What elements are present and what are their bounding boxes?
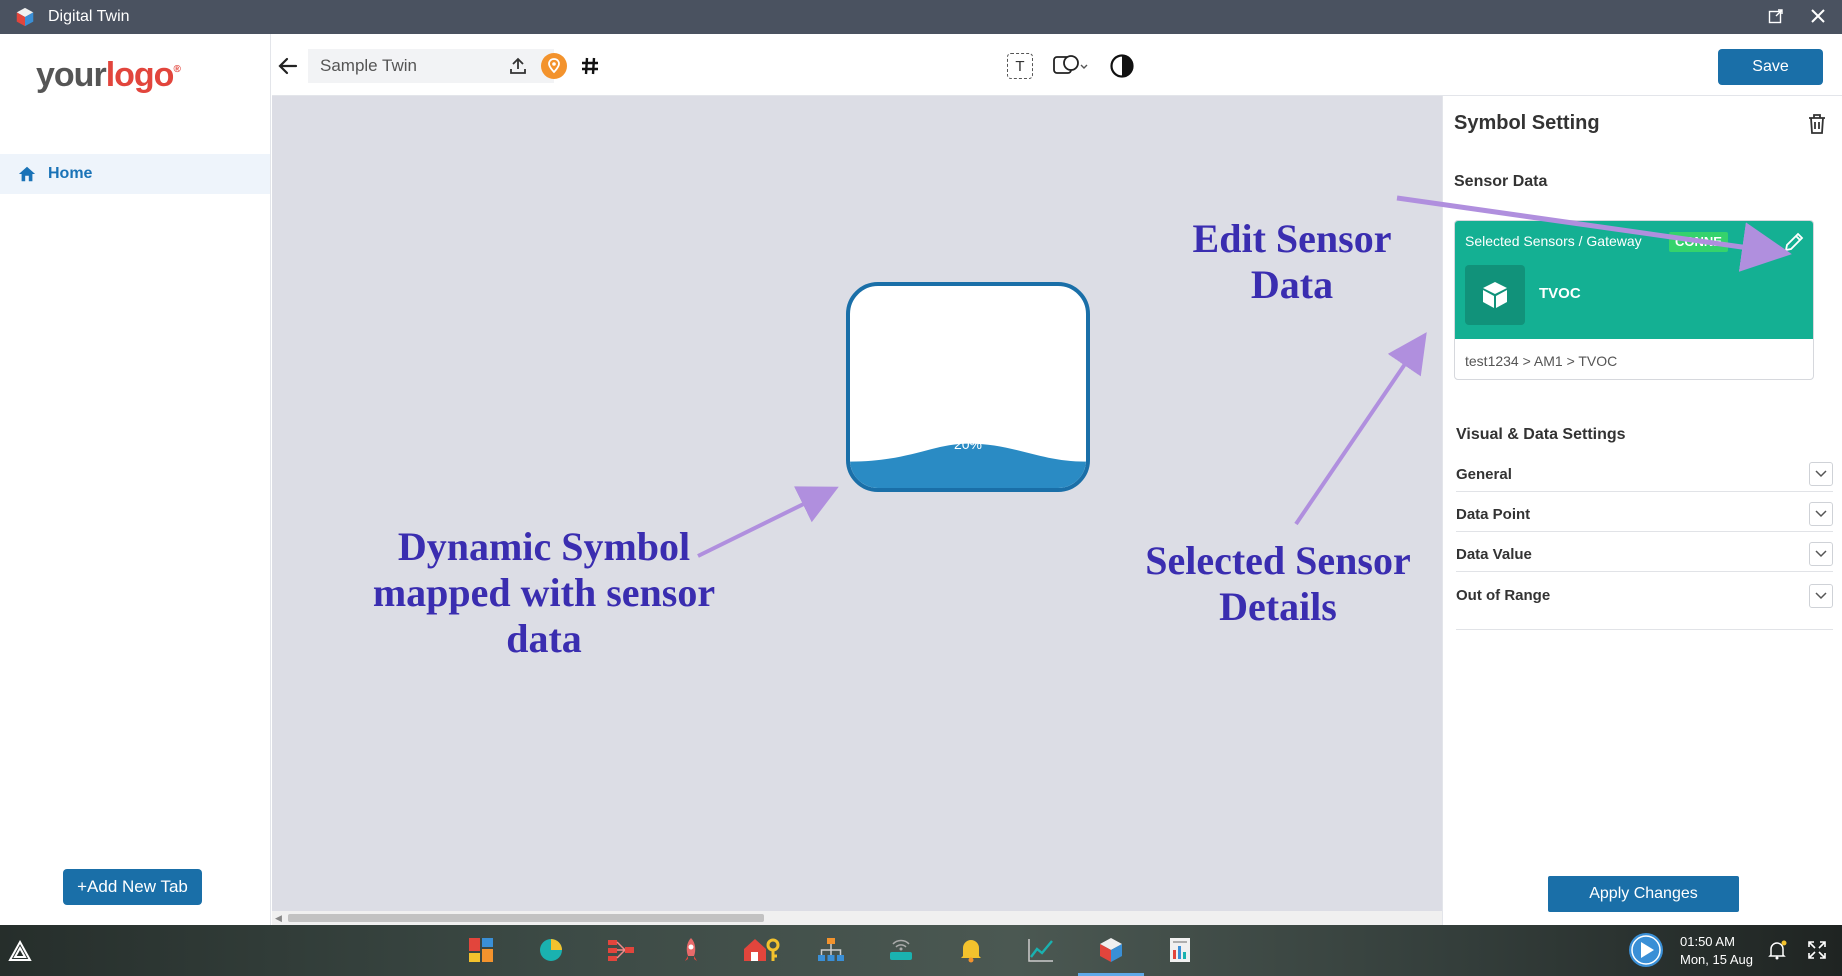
clock-time: 01:50 AM <box>1680 934 1735 949</box>
system-clock[interactable]: 01:50 AM Mon, 15 Aug <box>1680 933 1753 969</box>
workflow-app-icon[interactable] <box>606 935 636 965</box>
text-tool-icon: T <box>1007 53 1033 79</box>
sensor-path: test1234 > AM1 > TVOC <box>1465 353 1618 369</box>
os-taskbar: 01:50 AM Mon, 15 Aug <box>0 925 1842 976</box>
canvas-overlay <box>697 282 1427 558</box>
sidebar: yourlogo® Home +Add New Tab <box>0 34 271 925</box>
annotation-selected-sensor: Selected Sensor Details <box>1128 538 1428 630</box>
grid-toggle-button[interactable] <box>576 52 604 80</box>
fullscreen-icon[interactable] <box>1806 939 1828 961</box>
cube-icon <box>1465 265 1525 325</box>
accordion-label: Data Value <box>1456 546 1532 563</box>
active-app-indicator <box>1078 973 1144 976</box>
start-menu-icon[interactable] <box>8 939 32 963</box>
accordion-data-value[interactable]: Data Value <box>1456 542 1833 572</box>
chevron-down-icon[interactable] <box>1809 462 1833 486</box>
clock-date: Mon, 15 Aug <box>1680 952 1753 967</box>
logo-registered-mark: ® <box>173 64 180 75</box>
notification-bell-icon[interactable] <box>1766 939 1788 961</box>
pie-chart-app-icon[interactable] <box>536 935 566 965</box>
sensor-name: TVOC <box>1539 285 1581 302</box>
editor-toolbar: T Save <box>272 34 1842 96</box>
shapes-icon <box>1053 55 1088 74</box>
accordion-data-point[interactable]: Data Point <box>1456 502 1833 532</box>
design-canvas[interactable]: 20% Dynamic Symbol mapped with sensor da… <box>272 96 1442 911</box>
tank-liquid-fill <box>850 443 1086 488</box>
rocket-app-icon[interactable] <box>676 935 706 965</box>
annotation-arrow-selected-sensor <box>1294 332 1427 526</box>
accordion-label: General <box>1456 466 1512 483</box>
accordion-label: Out of Range <box>1456 587 1551 604</box>
accordion-out-of-range[interactable]: Out of Range <box>1456 582 1833 630</box>
trend-chart-app-icon[interactable] <box>1026 935 1056 965</box>
annotation-arrow-edit-sensor-layer <box>1396 195 1792 272</box>
tank-value-label: 20% <box>953 435 983 452</box>
report-app-icon[interactable] <box>1166 935 1196 965</box>
chevron-down-icon[interactable] <box>1809 502 1833 526</box>
dashboard-app-icon[interactable] <box>466 935 496 965</box>
scroll-left-icon[interactable]: ◀ <box>275 913 282 923</box>
annotation-arrow-edit-sensor <box>1396 195 1792 272</box>
twin-name-input[interactable] <box>308 49 554 83</box>
logo-text-part2: logo <box>105 56 175 94</box>
upload-button[interactable] <box>504 52 532 80</box>
company-logo: yourlogo® <box>36 56 181 95</box>
sidebar-item-label: Home <box>48 165 93 182</box>
alarm-bell-app-icon[interactable] <box>956 935 986 965</box>
accordion-general[interactable]: General <box>1456 462 1833 492</box>
annotation-line: mapped with sensor <box>372 570 716 615</box>
annotation-line: Details <box>1219 584 1337 629</box>
home-icon <box>18 166 36 182</box>
home-key-app-icon[interactable] <box>742 935 782 965</box>
theme-toggle-button[interactable] <box>1108 52 1136 80</box>
digital-twin-app-icon[interactable] <box>1096 935 1126 965</box>
annotation-line: Selected Sensor <box>1145 538 1411 583</box>
annotation-dynamic-symbol: Dynamic Symbol mapped with sensor data <box>344 524 744 662</box>
popout-window-button[interactable] <box>1766 6 1786 26</box>
trash-icon[interactable] <box>1806 112 1828 136</box>
chevron-down-icon[interactable] <box>1809 542 1833 566</box>
save-button[interactable]: Save <box>1718 49 1823 85</box>
window-titlebar: Digital Twin <box>0 0 1842 34</box>
router-app-icon[interactable] <box>886 935 916 965</box>
popout-icon <box>1768 9 1783 24</box>
user-avatar-icon[interactable] <box>1628 932 1664 968</box>
hash-icon <box>582 57 598 75</box>
text-tool-button[interactable]: T <box>1006 52 1034 80</box>
annotation-arrow-dynamic-symbol <box>697 486 839 558</box>
add-new-tab-button[interactable]: +Add New Tab <box>63 869 202 905</box>
hierarchy-app-icon[interactable] <box>816 935 846 965</box>
back-arrow-icon[interactable] <box>276 54 300 78</box>
chevron-down-icon[interactable] <box>1809 584 1833 608</box>
accordion-label: Data Point <box>1456 506 1531 523</box>
annotation-line: Data <box>1250 262 1334 307</box>
digital-twin-logo-icon <box>16 7 34 27</box>
upload-icon <box>510 57 526 74</box>
symbol-settings-panel: Symbol Setting Sensor Data Selected Sens… <box>1396 96 1842 925</box>
contrast-icon <box>1110 54 1134 78</box>
location-button[interactable] <box>540 52 568 80</box>
scrollbar-thumb[interactable] <box>288 914 764 922</box>
close-window-button[interactable] <box>1808 6 1828 26</box>
sidebar-item-home[interactable]: Home <box>0 154 270 194</box>
window-title: Digital Twin <box>48 8 130 25</box>
annotation-line: Edit Sensor <box>1192 216 1392 261</box>
apply-changes-button[interactable]: Apply Changes <box>1548 876 1739 912</box>
annotation-line: Dynamic Symbol <box>397 524 691 569</box>
sensor-data-heading: Sensor Data <box>1454 173 1548 190</box>
visual-data-settings-heading: Visual & Data Settings <box>1456 426 1626 443</box>
dynamic-tank-symbol[interactable] <box>846 282 1090 492</box>
close-icon <box>1811 9 1825 23</box>
location-pin-icon <box>541 53 567 79</box>
shapes-tool-button[interactable] <box>1050 52 1094 80</box>
logo-text-part1: your <box>36 56 107 94</box>
canvas-horizontal-scrollbar[interactable]: ◀ <box>272 911 1442 925</box>
annotation-edit-sensor: Edit Sensor Data <box>1152 216 1432 308</box>
annotation-line: data <box>506 616 582 661</box>
panel-title: Symbol Setting <box>1454 112 1600 134</box>
sensor-card-label: Selected Sensors / Gateway <box>1465 233 1642 249</box>
